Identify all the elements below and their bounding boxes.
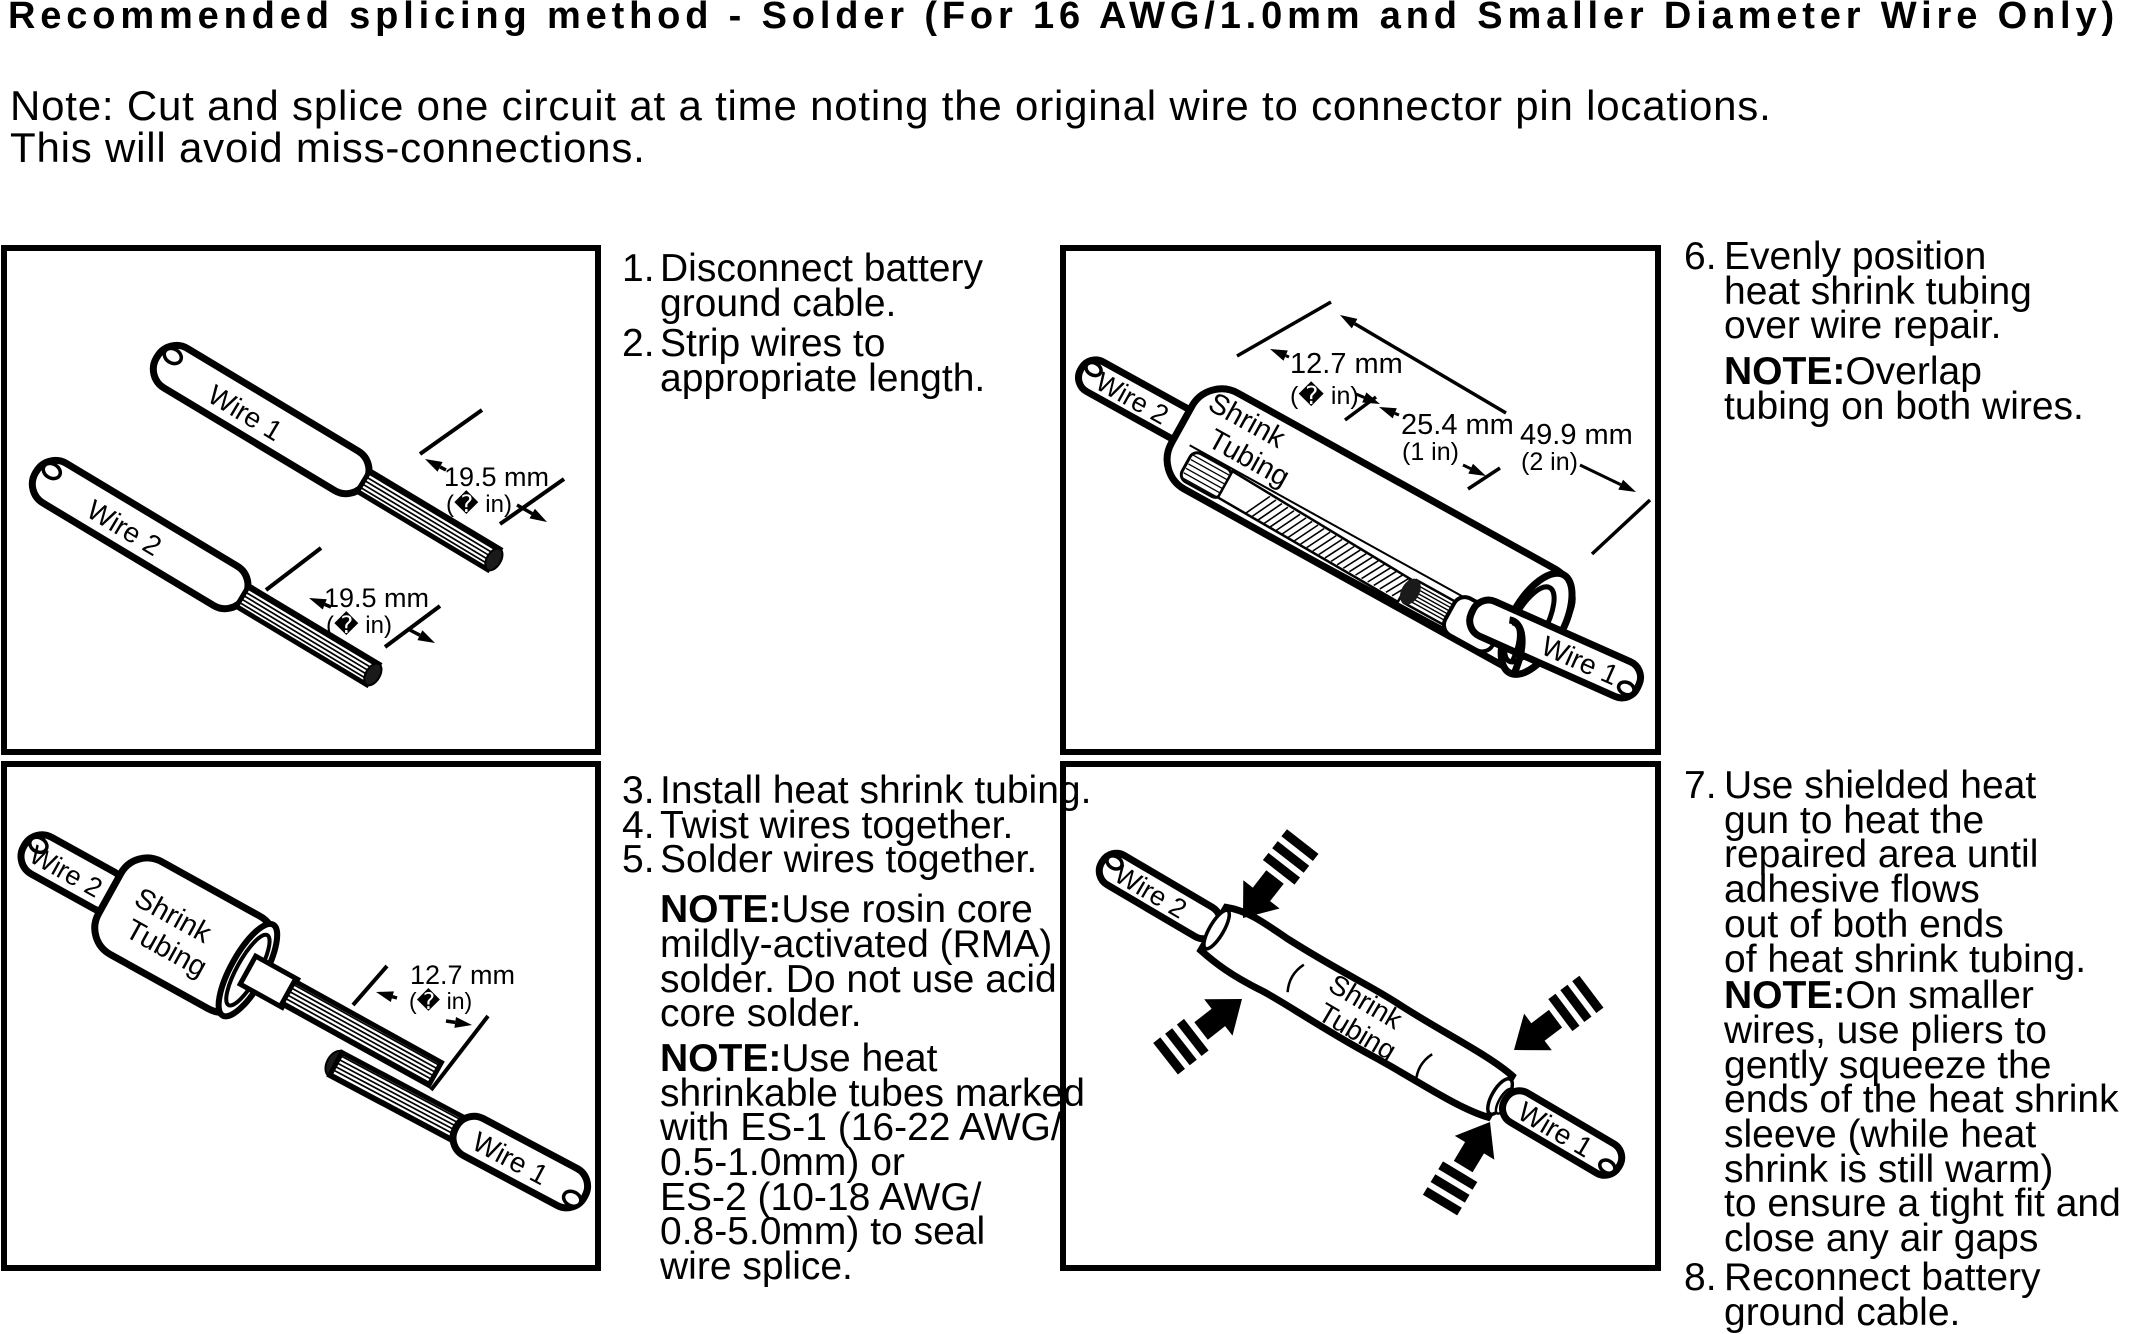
- svg-text:49.9 mm: 49.9 mm: [1520, 419, 1633, 451]
- svg-text:(2 in): (2 in): [1521, 448, 1578, 476]
- svg-text:12.7 mm: 12.7 mm: [410, 960, 515, 990]
- svg-text:(� in): (� in): [446, 490, 512, 518]
- svg-text:19.5 mm: 19.5 mm: [324, 583, 429, 613]
- svg-text:(� in): (� in): [1290, 381, 1359, 410]
- svg-text:(� in): (� in): [409, 988, 472, 1014]
- svg-text:25.4 mm: 25.4 mm: [1401, 409, 1514, 441]
- svg-text:(� in): (� in): [326, 611, 392, 639]
- svg-text:(1 in): (1 in): [1402, 438, 1459, 466]
- svg-text:12.7 mm: 12.7 mm: [1290, 348, 1403, 380]
- svg-text:19.5 mm: 19.5 mm: [444, 462, 549, 492]
